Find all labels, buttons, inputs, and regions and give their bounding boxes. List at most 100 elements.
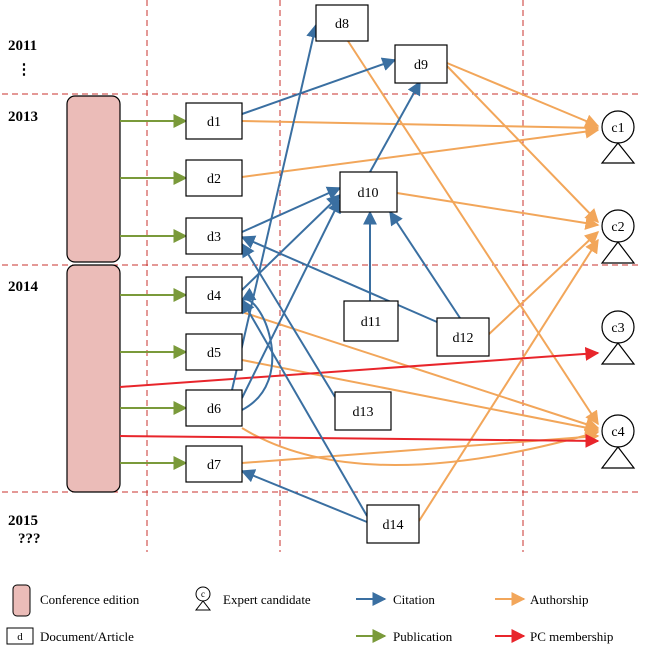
document-d4-box (185, 276, 243, 314)
citation-d12-d10 (389, 210, 461, 319)
document-d8[interactable]: d8 (315, 4, 369, 42)
citation-d12-d3 (240, 235, 438, 323)
legend-authorship-label: Authorship (530, 592, 589, 607)
pc-membership-edges (119, 346, 600, 448)
citation-d1-d9 (241, 57, 397, 115)
candidate-c1[interactable]: c1 (600, 110, 636, 164)
document-d13[interactable]: d13 (334, 391, 392, 431)
citation-d14-d7 (240, 469, 368, 523)
document-d6[interactable]: d6 (185, 389, 243, 427)
legend-document-symbol: d (17, 631, 23, 643)
year-2013: 2013 (8, 109, 38, 125)
document-d2-box (185, 159, 243, 197)
document-d5-label: d5 (207, 346, 221, 361)
document-d8-label: d8 (335, 17, 349, 32)
document-d13-label: d13 (353, 405, 374, 420)
document-d1-box (185, 102, 243, 140)
authorship-d2-c1 (241, 124, 600, 178)
document-d9-box (394, 44, 448, 84)
document-d13-box (334, 391, 392, 431)
citation-d14-d4 (241, 298, 368, 517)
candidate-c4[interactable]: c4 (600, 414, 636, 469)
authorship-d12-c2 (487, 231, 600, 336)
legend-publication-label: Publication (393, 629, 453, 644)
citation-d6-d4 (240, 287, 274, 411)
pc-membership-c4 (119, 433, 600, 448)
candidate-c2[interactable]: c2 (600, 209, 636, 264)
document-d12-label: d12 (453, 331, 474, 346)
authorship-d5-c4 (241, 359, 600, 435)
year-2011: 2011 (8, 38, 37, 54)
candidate-c2-body (600, 241, 636, 264)
pc-membership-c3 (119, 346, 600, 388)
candidate-c3[interactable]: c3 (600, 310, 636, 365)
conference-edition-2014 (66, 264, 121, 493)
authorship-d1-c1 (241, 120, 600, 135)
citation-d4-d10 (241, 194, 342, 291)
document-nodes: d1 d2 d3 d4 d5 d6 d7 d8 (185, 4, 490, 544)
ellipsis-vertical: ⋮ (17, 62, 32, 78)
candidate-c3-body (600, 342, 636, 365)
candidate-c3-label: c3 (611, 321, 624, 336)
document-d6-label: d6 (207, 402, 221, 417)
legend-expert-symbol: c (201, 589, 205, 599)
candidate-nodes: c1 c2 c3 c4 (600, 110, 636, 469)
document-d1[interactable]: d1 (185, 102, 243, 140)
document-d5-box (185, 333, 243, 371)
authorship-edges (241, 37, 600, 522)
document-d5[interactable]: d5 (185, 333, 243, 371)
citation-d6-d8 (231, 23, 320, 391)
authorship-d6-c4 (241, 427, 600, 466)
authorship-d4-c4 (241, 311, 600, 431)
document-d9-label: d9 (414, 58, 428, 73)
year-labels: 2011 ⋮ 2013 2014 2015 ??? (8, 38, 41, 547)
publication-edges (120, 114, 188, 470)
citation-d6-d10 (241, 198, 341, 399)
document-d14-label: d14 (383, 518, 404, 533)
document-d9[interactable]: d9 (394, 44, 448, 84)
document-d1-label: d1 (207, 115, 221, 130)
document-d11-label: d11 (361, 315, 381, 330)
document-d12[interactable]: d12 (436, 317, 490, 357)
document-d2[interactable]: d2 (185, 159, 243, 197)
document-d3[interactable]: d3 (185, 217, 243, 255)
document-d3-label: d3 (207, 230, 221, 245)
citation-edges (231, 23, 461, 523)
year-2015: 2015 (8, 513, 38, 529)
document-d14[interactable]: d14 (366, 504, 420, 544)
candidate-c2-label: c2 (611, 220, 624, 235)
document-d7[interactable]: d7 (185, 445, 243, 483)
document-d11-box (343, 300, 399, 342)
citation-d3-d10 (241, 186, 342, 233)
document-d11[interactable]: d11 (343, 300, 399, 342)
document-d4-label: d4 (207, 289, 221, 304)
citation-d13-d3 (241, 242, 336, 398)
legend-citation-label: Citation (393, 592, 435, 607)
year-2014: 2014 (8, 279, 39, 295)
candidate-c4-label: c4 (611, 425, 624, 440)
candidate-c4-body (600, 446, 636, 469)
candidate-c1-body (600, 142, 636, 164)
document-d7-label: d7 (207, 458, 221, 473)
year-2015-note: ??? (18, 531, 41, 547)
document-d12-box (436, 317, 490, 357)
legend: Conference edition c Expert candidate Ci… (6, 584, 613, 645)
legend-document-swatch (6, 627, 34, 645)
document-d4[interactable]: d4 (185, 276, 243, 314)
document-d8-box (315, 4, 369, 42)
document-d3-box (185, 217, 243, 255)
document-d14-box (366, 504, 420, 544)
document-d2-label: d2 (207, 172, 221, 187)
legend-document-label: Document/Article (40, 629, 134, 644)
authorship-d8-c4 (345, 37, 599, 426)
citation-d10-d9 (369, 80, 421, 173)
document-d10-label: d10 (358, 186, 379, 201)
legend-expert-icon: c (194, 586, 212, 611)
document-d7-box (185, 445, 243, 483)
document-d10[interactable]: d10 (339, 171, 398, 213)
candidate-c1-label: c1 (611, 121, 624, 136)
conference-edition-2013 (66, 95, 121, 263)
document-d10-box (339, 171, 398, 213)
authorship-d9-c1 (446, 62, 600, 128)
